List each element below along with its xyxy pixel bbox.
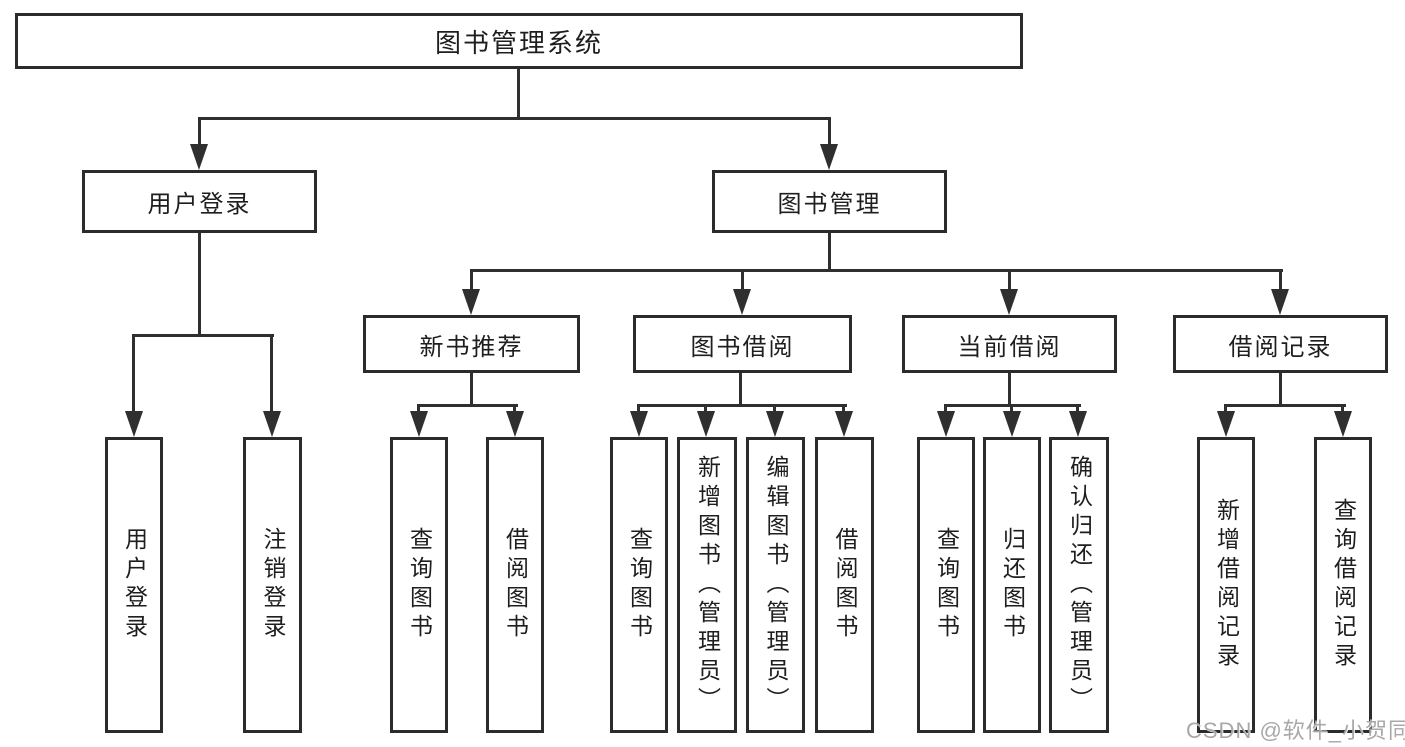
arrowhead-leaf-logout [263,411,281,437]
edge-new-book-recommend-rail [417,404,518,407]
leaf-return-book: 归还图书 [983,437,1041,733]
edge-drop [417,404,420,414]
edge-drop-book-borrow [741,269,744,292]
node-book-borrow: 图书借阅 [633,315,852,373]
arrowhead-leaf-edit-book [766,411,784,437]
leaf-query-book: 查询图书 [610,437,668,733]
arrowhead-leaf-query-book [630,411,648,437]
leaf-query-book-label: 查询图书 [406,527,433,643]
edge-user-login-rail [132,334,274,337]
node-borrow-records-label: 借阅记录 [1228,333,1333,361]
edge-drop [842,404,845,414]
node-user-login-label: 用户登录 [147,191,252,218]
leaf-logout-login-label: 注销登录 [260,527,286,643]
leaf-add-borrow-record: 新增借阅记录 [1197,437,1255,733]
node-new-book-recommend: 新书推荐 [363,315,580,373]
arrowhead-leaf-borrow-book [835,411,853,437]
node-book-management-label: 图书管理 [777,191,882,218]
arrowhead-leaf-return-book [1003,411,1021,437]
leaf-borrow-book: 借阅图书 [486,437,544,733]
arrowhead-user-login [190,144,208,170]
csdn-watermark: CSDN @软件_小贺同学 [1186,718,1405,743]
edge-book-borrow-rail [637,404,847,407]
edge-drop [637,404,640,414]
node-current-borrow: 当前借阅 [902,315,1117,373]
node-book-management: 图书管理 [712,170,947,233]
edge-user-login-stem [198,233,201,337]
leaf-borrow-book: 借阅图书 [815,437,874,733]
arrowhead-book-borrow [733,289,751,315]
arrowhead-leaf-query-book [410,411,428,437]
edge-drop [704,404,707,414]
edge-new-book-recommend-stem [470,373,473,407]
arrowhead-book-management [820,144,838,170]
leaf-query-book-label: 查询图书 [626,527,653,643]
edge-book-management-rail [470,269,1283,272]
arrowhead-leaf-add-book [697,411,715,437]
leaf-user-login-label: 用户登录 [121,527,148,643]
arrowhead-borrow-records [1271,289,1289,315]
leaf-borrow-book-label: 借阅图书 [502,527,529,643]
leaf-return-book-label: 归还图书 [999,527,1026,643]
arrowhead-new-book-recommend [462,289,480,315]
edge-drop-current-borrow [1008,269,1011,292]
node-library-system: 图书管理系统 [15,13,1023,69]
edge-current-borrow-stem [1008,373,1011,407]
edge-root-rail [198,117,831,120]
arrowhead-current-borrow [1000,289,1018,315]
leaf-confirm-return-admin: 确认归还（管理员） [1049,437,1109,733]
node-library-system-label: 图书管理系统 [434,27,603,58]
edge-drop [1341,404,1344,414]
leaf-query-book: 查询图书 [390,437,448,733]
edge-drop-leaf-user-login [132,334,135,413]
leaf-query-borrow-record-label: 查询借阅记录 [1330,498,1357,672]
arrowhead-leaf-add-borrow-record [1217,411,1235,437]
edge-drop-leaf-logout [270,334,273,413]
edge-drop-borrow-records [1279,269,1282,292]
leaf-logout-login: 注销登录 [243,437,302,733]
edge-drop [1010,404,1013,414]
leaf-borrow-book-label: 借阅图书 [832,527,858,643]
edge-book-management-stem [828,233,831,272]
node-borrow-records: 借阅记录 [1173,315,1388,373]
edge-drop [513,404,516,414]
leaf-edit-book-admin-label: 编辑图书（管理员） [763,454,789,716]
leaf-add-book-admin: 新增图书（管理员） [677,437,737,733]
arrowhead-leaf-query-borrow-record [1334,411,1352,437]
edge-drop-book-management [828,117,831,146]
edge-book-borrow-stem [739,373,742,407]
leaf-query-borrow-record: 查询借阅记录 [1314,437,1372,733]
edge-borrow-records-stem [1279,373,1282,407]
edge-drop [773,404,776,414]
leaf-add-borrow-record-label: 新增借阅记录 [1213,498,1240,672]
node-current-borrow-label: 当前借阅 [957,333,1062,361]
leaf-user-login: 用户登录 [105,437,163,733]
leaf-add-book-admin-label: 新增图书（管理员） [694,454,721,716]
node-user-login: 用户登录 [82,170,317,233]
arrowhead-leaf-confirm-return [1069,411,1087,437]
node-book-borrow-label: 图书借阅 [690,333,795,361]
arrowhead-leaf-user-login [125,411,143,437]
leaf-confirm-return-admin-label: 确认归还（管理员） [1066,454,1093,716]
leaf-edit-book-admin: 编辑图书（管理员） [746,437,805,733]
edge-drop-new-book-recommend [470,269,473,292]
leaf-query-book: 查询图书 [917,437,975,733]
edge-drop [944,404,947,414]
edge-drop [1224,404,1227,414]
edge-root-stem [517,69,520,120]
node-new-book-recommend-label: 新书推荐 [419,333,524,361]
arrowhead-leaf-borrow-book [506,411,524,437]
edge-drop-user-login [198,117,201,146]
leaf-query-book-label: 查询图书 [933,527,960,643]
edge-drop [1076,404,1079,414]
arrowhead-leaf-query-book [937,411,955,437]
edge-borrow-records-rail [1224,404,1346,407]
